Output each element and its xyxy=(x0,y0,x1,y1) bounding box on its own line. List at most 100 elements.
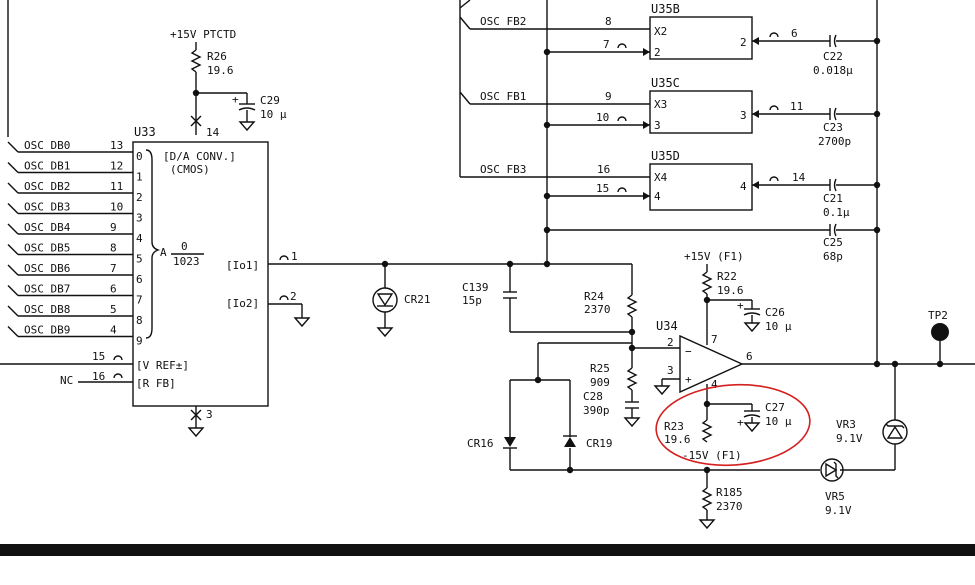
data-bus-tap xyxy=(7,141,19,153)
u34-plus: + xyxy=(685,373,692,386)
data-bus-bit-label: 2 xyxy=(136,191,143,204)
u33-fraction-den: 1023 xyxy=(173,255,200,268)
u35b-pin-in: 8 xyxy=(605,15,612,28)
r23-value: 19.6 xyxy=(664,433,691,446)
c27-value: 10 μ xyxy=(765,415,792,428)
c25-value: 68p xyxy=(823,250,843,263)
u33-io1-pin: 1 xyxy=(291,250,298,263)
data-bus-tap xyxy=(7,223,19,235)
u35d-input-net: OSC FB3 xyxy=(480,163,526,176)
u35b-pin-fb: 7 xyxy=(603,38,610,51)
data-bus-pin-label: 7 xyxy=(110,262,117,275)
tp2-pad[interactable] xyxy=(931,323,949,341)
r26-resistor xyxy=(190,49,202,73)
u34-pin-vneg: 4 xyxy=(711,378,718,391)
data-bus-net-label: OSC DB3 xyxy=(24,201,70,214)
supply-ptctd-label: +15V PTCTD xyxy=(170,28,236,41)
c23-value: 2700p xyxy=(818,135,851,148)
u35b-input-net: OSC FB2 xyxy=(480,15,526,28)
tp2-testpoint[interactable]: TP2 xyxy=(928,309,949,364)
u35c-pin-in: 9 xyxy=(605,90,612,103)
u34-minus: − xyxy=(685,345,692,358)
c26-value: 10 μ xyxy=(765,320,792,333)
c26-ref: C26 xyxy=(765,306,785,319)
vr5-zener: VR5 9.1V xyxy=(820,458,852,517)
c23-capacitor: C23 2700p xyxy=(818,107,881,148)
u35d-pin-x: X4 xyxy=(654,171,668,184)
data-bus-tap xyxy=(7,305,19,317)
c28-value: 390p xyxy=(583,404,610,417)
data-bus-pin-label: 13 xyxy=(110,139,123,152)
c29-ground xyxy=(238,121,256,132)
u35b-block: OSC FB2 8 U35B X2 2 2 7 6 xyxy=(459,2,830,60)
data-bus-bit-label: 1 xyxy=(136,171,143,184)
u35d-out-jumper xyxy=(769,176,779,182)
vr5-value: 9.1V xyxy=(825,504,852,517)
r25-value: 909 xyxy=(590,376,610,389)
data-bus-bit-label: 7 xyxy=(136,294,143,307)
c139-capacitor: C139 15p xyxy=(462,264,632,333)
u35d-pin-c: 14 xyxy=(792,171,806,184)
data-bus-tap xyxy=(7,264,19,276)
data-bus-bit-label: 6 xyxy=(136,273,143,286)
u34-pin-vpos: 7 xyxy=(711,333,718,346)
vr3-zener: VR3 9.1V xyxy=(836,360,908,471)
u33-fraction-prefix: A xyxy=(160,246,167,259)
u34-opamp: U34 − + 2 3 7 4 6 xyxy=(628,300,975,420)
cr21-ground xyxy=(376,327,394,338)
u35c-fb-arrow xyxy=(643,121,650,129)
c139-ref: C139 xyxy=(462,281,489,294)
u35d-ref: U35D xyxy=(651,149,680,163)
supply-u34-neg-label: -15V (F1) xyxy=(682,449,742,462)
u33-pin-gnd: 3 xyxy=(206,408,213,421)
u35c-body xyxy=(649,90,753,134)
u33-input-bracket xyxy=(145,149,161,339)
u35b-out-arrow xyxy=(752,37,759,45)
r185-ground xyxy=(698,519,716,530)
data-bus-net-label: OSC DB0 xyxy=(24,139,70,152)
u34-body xyxy=(679,334,744,394)
c29-plate-bottom xyxy=(238,107,256,111)
u35c-input-bend xyxy=(459,91,471,105)
u33-body xyxy=(132,141,269,407)
u35b-pin-c: 6 xyxy=(791,27,798,40)
vref-rfb-wires: 15 NC 16 xyxy=(0,350,133,387)
r22-value: 19.6 xyxy=(717,284,744,297)
data-bus-tap xyxy=(7,326,19,337)
data-bus-net-label: OSC DB8 xyxy=(24,303,70,316)
u35b-out-jumper xyxy=(769,32,779,38)
u35d-pin-out: 4 xyxy=(740,180,747,193)
r25-resistor xyxy=(626,367,638,391)
r26-ref: R26 xyxy=(207,50,227,63)
tp2-ref: TP2 xyxy=(928,309,948,322)
data-bus-pin-label: 4 xyxy=(110,324,117,337)
u33-ref: U33 xyxy=(134,125,156,139)
cr16-diode xyxy=(504,437,516,447)
u35c-pin-x: X3 xyxy=(654,98,667,111)
u35c-ref: U35C xyxy=(651,76,680,90)
data-bus-pin-label: 8 xyxy=(110,242,117,255)
c29-ref: C29 xyxy=(260,94,280,107)
r24-ref: R24 xyxy=(584,290,604,303)
vr5-ref: VR5 xyxy=(825,490,845,503)
u35b-pin-n: 2 xyxy=(654,46,661,59)
u35c-block: OSC FB1 9 U35C X3 3 3 10 11 xyxy=(459,76,830,134)
data-bus-bit-label: 8 xyxy=(136,314,143,327)
data-bus-bit-label: 5 xyxy=(136,253,143,266)
u33-io2: [Io2] xyxy=(226,297,259,310)
r24-resistor: R24 2370 xyxy=(584,290,638,358)
u34-pin-noninv: 3 xyxy=(667,364,674,377)
u35b-fb-arrow xyxy=(643,48,650,56)
data-bus-bit-label: 3 xyxy=(136,212,143,225)
u35c-pin-c: 11 xyxy=(790,100,803,113)
r185-value: 2370 xyxy=(716,500,743,513)
